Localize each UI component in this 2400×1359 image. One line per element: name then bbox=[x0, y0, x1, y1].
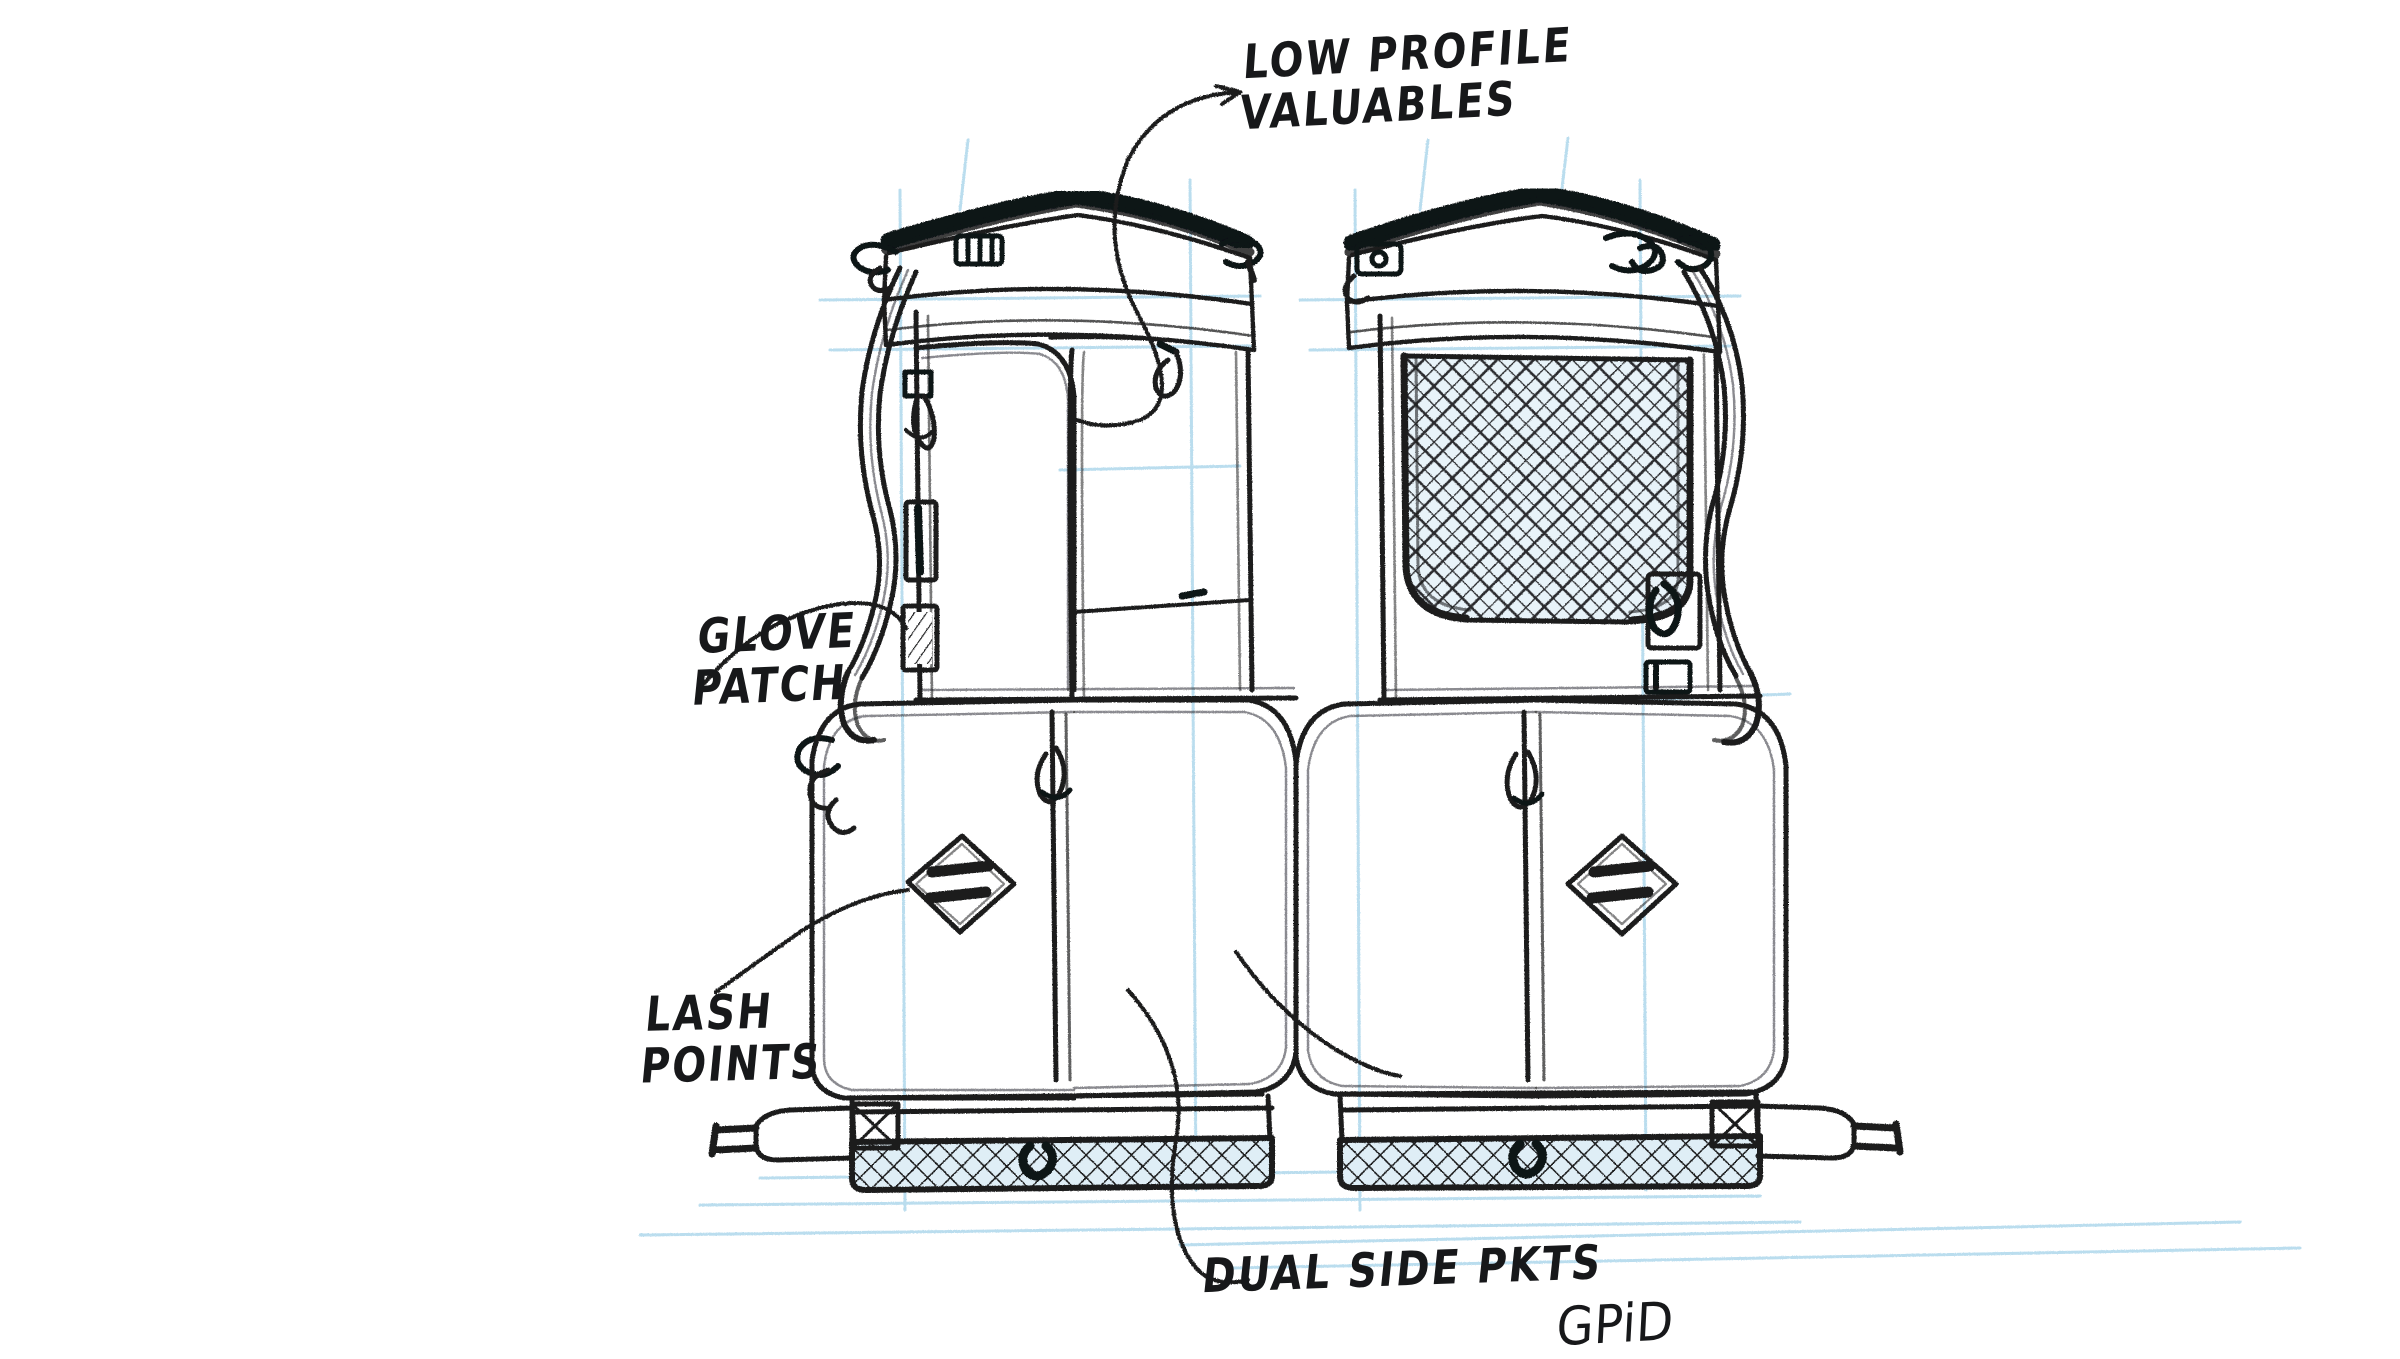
logo-badge-right bbox=[1565, 833, 1679, 937]
shoulder-strap-right bbox=[1681, 265, 1762, 746]
leader-glove-patch bbox=[698, 601, 908, 690]
glove-patch-tab bbox=[900, 603, 940, 673]
designer-signature: GPiD bbox=[1554, 1290, 1676, 1359]
annotation-glove-patch: GLOVE PATCH bbox=[689, 603, 860, 718]
stand-leg-right bbox=[1709, 1099, 1904, 1161]
leader-low-profile-arrow bbox=[1214, 84, 1242, 106]
leader-dual-side bbox=[1126, 988, 1250, 1285]
leader-lines bbox=[698, 84, 1402, 1285]
stand-leg-left bbox=[708, 1101, 901, 1163]
mesh-apparel-pocket bbox=[1400, 352, 1694, 625]
leader-lash-points bbox=[714, 888, 910, 994]
strap-adjuster bbox=[1643, 571, 1703, 695]
annotation-lash-points: LASH POINTS bbox=[637, 984, 825, 1095]
left-bag bbox=[708, 187, 1299, 1193]
logo-badge-left bbox=[905, 833, 1017, 935]
leader-dual-side-b bbox=[1234, 950, 1402, 1078]
right-bag bbox=[1293, 185, 1904, 1191]
annotation-low-profile-valuables: LOW PROFILE VALUABLES bbox=[1237, 18, 1575, 142]
leader-low-profile bbox=[1070, 90, 1242, 428]
